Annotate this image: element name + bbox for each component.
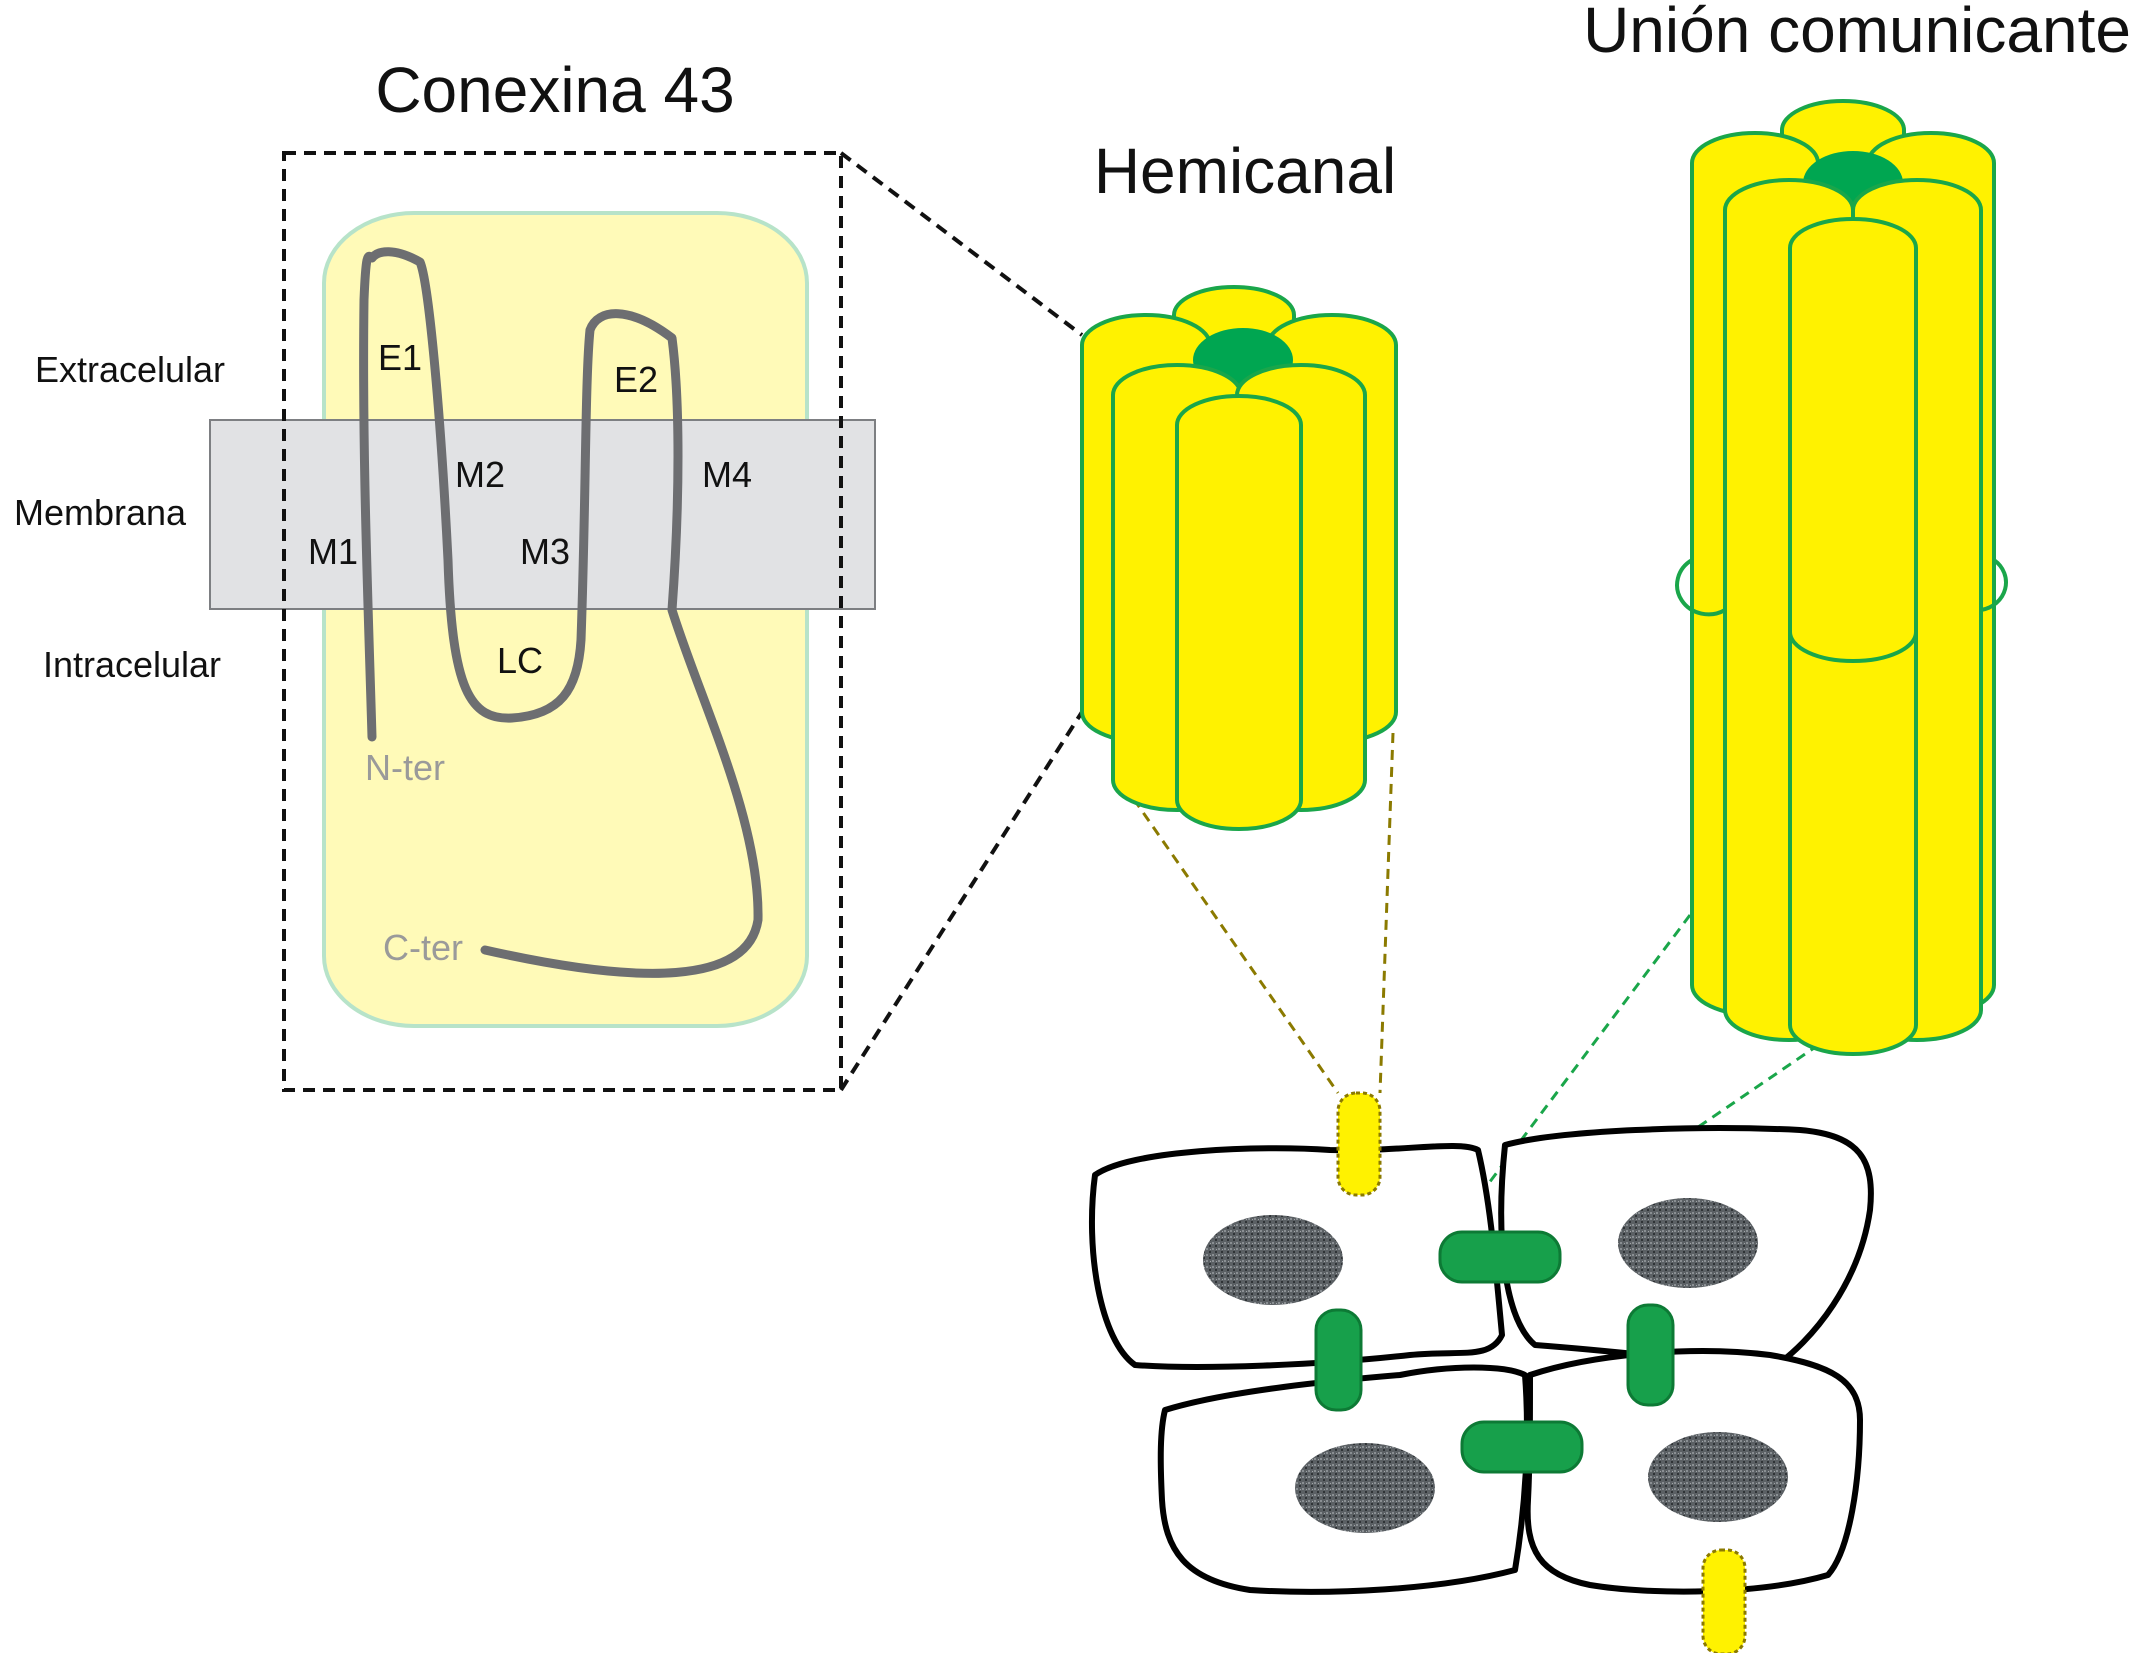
hemichannel-zoom-line-left <box>1122 784 1340 1094</box>
hemichannel-title: Hemicanal <box>1094 135 1396 207</box>
gap-junction-plaque-right <box>1626 1303 1675 1407</box>
gap-junction-plaque-left <box>1314 1308 1363 1412</box>
free-hemichannels <box>1336 1091 1747 1653</box>
gap-junction-plaques <box>1314 1230 1675 1474</box>
free-hemichannel-bottom <box>1701 1548 1747 1653</box>
hemichannel-subunit-front <box>1175 394 1303 831</box>
segment-label-m3: M3 <box>520 531 570 572</box>
segment-label-m2: M2 <box>455 454 505 495</box>
gap-junction-subunit-front <box>1788 217 1918 1056</box>
nucleus-bottom-right <box>1648 1432 1788 1522</box>
gap-junction-illustration <box>1675 99 2008 1056</box>
gap-junction-title: Unión comunicante <box>1583 0 2131 66</box>
segment-label-m1: M1 <box>308 531 358 572</box>
c-terminus-label: C-ter <box>383 927 463 968</box>
segment-label-m4: M4 <box>702 454 752 495</box>
zoom-line-top <box>839 151 1084 337</box>
protein-background <box>322 211 809 1028</box>
free-hemichannel-top <box>1336 1091 1382 1197</box>
membrane-band <box>209 419 876 610</box>
cell-cluster <box>1088 1125 1874 1595</box>
zoom-line-bottom <box>839 710 1084 1092</box>
segment-label-e1: E1 <box>378 337 422 378</box>
extracellular-label: Extracelular <box>35 349 225 390</box>
nucleus-top-left <box>1203 1215 1343 1305</box>
gap-junction-seam <box>1675 558 2008 663</box>
connexin-zoom-frame <box>282 151 843 1092</box>
nucleus-bottom-left <box>1295 1443 1435 1533</box>
segment-label-e2: E2 <box>614 359 658 400</box>
gap-junction-plaque-top <box>1438 1230 1562 1284</box>
connexin-topology-panel: E1 E2 M1 M2 M3 M4 LC N-ter C-ter <box>209 211 876 1028</box>
intracellular-label: Intracelular <box>43 644 221 685</box>
connexin-title: Conexina 43 <box>375 54 734 126</box>
hemichannel-zoom-line-right <box>1378 732 1395 1094</box>
n-terminus-label: N-ter <box>365 747 445 788</box>
connexin-chain <box>359 247 763 978</box>
hemichannel-illustration <box>1080 285 1398 831</box>
gap-junction-plaque-bottom <box>1460 1420 1584 1474</box>
membrane-label: Membrana <box>14 492 187 533</box>
nucleus-top-right <box>1618 1198 1758 1288</box>
segment-label-lc: LC <box>497 640 543 681</box>
